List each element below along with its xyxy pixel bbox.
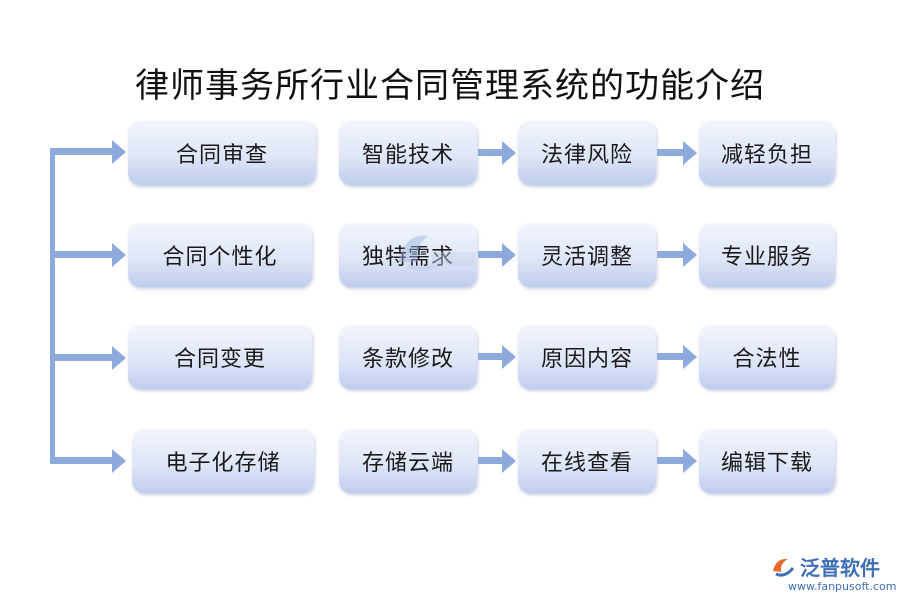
brand-mark-icon: [773, 558, 795, 577]
branch-connector: [50, 150, 55, 464]
node-row3-col1: 合同变更: [128, 325, 312, 389]
node-row2-col2: 独特需求: [339, 223, 477, 287]
flow-arrowhead-r1-a: [502, 141, 516, 165]
node-row3-col3: 原因内容: [518, 325, 656, 389]
flow-arrowhead-r1-b: [683, 141, 697, 165]
flow-arrowhead-r3-a: [502, 345, 516, 369]
branch-arrow-1: [50, 148, 112, 155]
flow-arrow-r4-b: [657, 457, 683, 464]
flow-arrow-r4-a: [478, 457, 502, 464]
flow-arrowhead-r3-b: [683, 345, 697, 369]
node-row2-col3: 灵活调整: [518, 223, 656, 287]
node-row1-col1: 合同审查: [128, 121, 316, 185]
node-row3-col4: 合法性: [699, 325, 835, 389]
watermark-logo-icon: [398, 235, 476, 271]
diagram-title: 律师事务所行业合同管理系统的功能介绍: [135, 66, 765, 106]
flow-arrowhead-r4-a: [502, 449, 516, 473]
flow-arrow-r2-a: [478, 251, 502, 258]
flow-arrowhead-r4-b: [683, 449, 697, 473]
node-row1-col4: 减轻负担: [699, 121, 835, 185]
flow-arrow-r1-b: [657, 149, 683, 156]
flow-arrow-r1-a: [478, 149, 502, 156]
brand-name: 泛普软件: [800, 556, 880, 580]
node-row3-col2: 条款修改: [339, 325, 477, 389]
node-row2-col4: 专业服务: [699, 223, 835, 287]
branch-arrowhead-4: [112, 449, 126, 473]
node-row4-col1: 电子化存储: [132, 429, 314, 493]
branch-arrowhead-3: [112, 346, 126, 370]
branch-arrow-4: [50, 457, 112, 464]
branch-arrowhead-2: [112, 243, 126, 267]
flow-arrow-r3-a: [478, 353, 502, 360]
node-row4-col3: 在线查看: [518, 429, 656, 493]
flow-arrowhead-r2-b: [683, 243, 697, 267]
flow-arrow-r2-b: [657, 251, 683, 258]
node-row4-col2: 存储云端: [339, 429, 477, 493]
flow-arrow-r3-b: [657, 353, 683, 360]
brand-url: www.fanpusoft.com: [788, 580, 897, 593]
node-row2-col1: 合同个性化: [128, 223, 312, 287]
flow-arrowhead-r2-a: [502, 243, 516, 267]
node-row1-col2: 智能技术: [339, 121, 477, 185]
branch-arrow-2: [50, 251, 112, 258]
branch-arrowhead-1: [112, 140, 126, 164]
node-row1-col3: 法律风险: [518, 121, 656, 185]
node-row4-col4: 编辑下载: [699, 429, 835, 493]
branch-arrow-3: [50, 354, 112, 361]
brand-logo: 泛普软件: [770, 552, 880, 581]
